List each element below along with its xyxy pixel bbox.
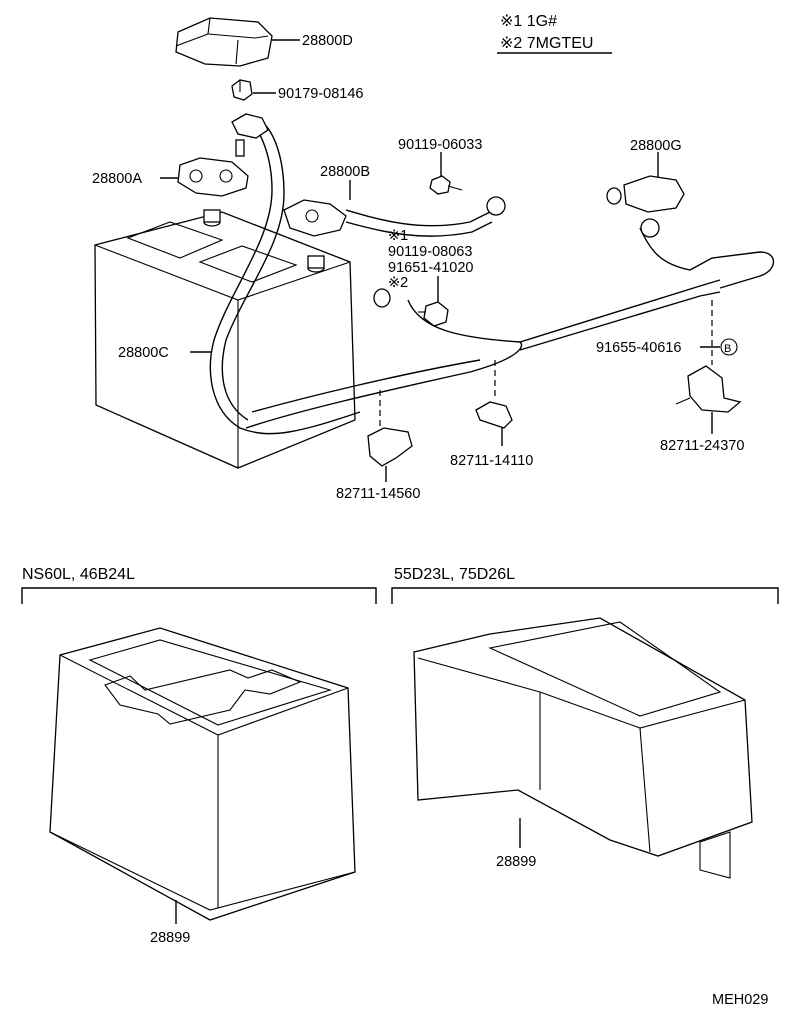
caption-left-tray: NS60L, 46B24L — [22, 566, 135, 583]
label-28800C: 28800C — [118, 345, 169, 361]
bracket-right — [391, 587, 779, 604]
cable-28800C-outer — [209, 119, 361, 435]
label-82711-24370: 82711-24370 — [660, 438, 744, 454]
ground-cable-outer — [345, 209, 491, 227]
harness-lower-2 — [251, 359, 481, 413]
circle-b-marker — [720, 338, 738, 356]
bracket-left — [21, 587, 377, 604]
label-82711-14110: 82711-14110 — [450, 453, 533, 469]
clamp-82711-14110 — [475, 401, 513, 429]
label-28800B: 28800B — [320, 164, 370, 180]
circle-b-letter: B — [724, 343, 731, 355]
ground-eyelet — [486, 196, 506, 216]
label-28800A: 28800A — [92, 171, 142, 187]
caption-right-tray: 55D23L, 75D26L — [394, 566, 515, 583]
label-28800D: 28800D — [302, 33, 353, 49]
battery — [94, 209, 356, 469]
label-82711-14560: 82711-14560 — [336, 486, 420, 502]
label-90179-08146: 90179-08146 — [278, 86, 363, 102]
harness-lower — [245, 341, 523, 429]
mark-1: ※1 — [388, 228, 408, 244]
sensor-28800G — [606, 175, 685, 213]
positive-terminal-28800A — [177, 139, 249, 197]
label-28800G: 28800G — [630, 138, 682, 154]
harness-upper — [407, 279, 721, 343]
battery-tray-left — [49, 627, 356, 921]
terminal-cover-28800D — [175, 17, 273, 67]
label-91651-41020: 91651-41020 — [388, 260, 473, 276]
cable-28800C-inner — [221, 119, 285, 421]
diagram-code: MEH029 — [712, 992, 768, 1008]
harness-upper-2 — [519, 291, 721, 351]
nut-90179 — [231, 79, 253, 101]
ground-cable-inner — [345, 221, 493, 237]
bolt-90119-06033 — [429, 175, 463, 195]
clamp-82711-24370 — [675, 365, 742, 413]
battery-tray-right — [413, 617, 753, 879]
bolt-91651-41020 — [418, 301, 449, 327]
harness-loop — [639, 227, 775, 289]
cable-eyelet-top — [231, 113, 269, 139]
sensor-eyelet — [640, 218, 660, 238]
label-91655-40616: 91655-40616 — [596, 340, 681, 356]
legend-note-2: ※2 7MGTEU — [500, 35, 593, 52]
label-90119-08063: 90119-08063 — [388, 244, 472, 260]
negative-terminal-28800B — [283, 199, 347, 237]
legend-note-1: ※1 1G# — [500, 13, 557, 30]
label-28899-right: 28899 — [496, 854, 536, 870]
label-90119-06033: 90119-06033 — [398, 137, 482, 153]
mark-2: ※2 — [388, 275, 408, 291]
eyelet-2 — [373, 288, 391, 308]
label-28899-left: 28899 — [150, 930, 190, 946]
clamp-82711-14560 — [367, 427, 413, 467]
